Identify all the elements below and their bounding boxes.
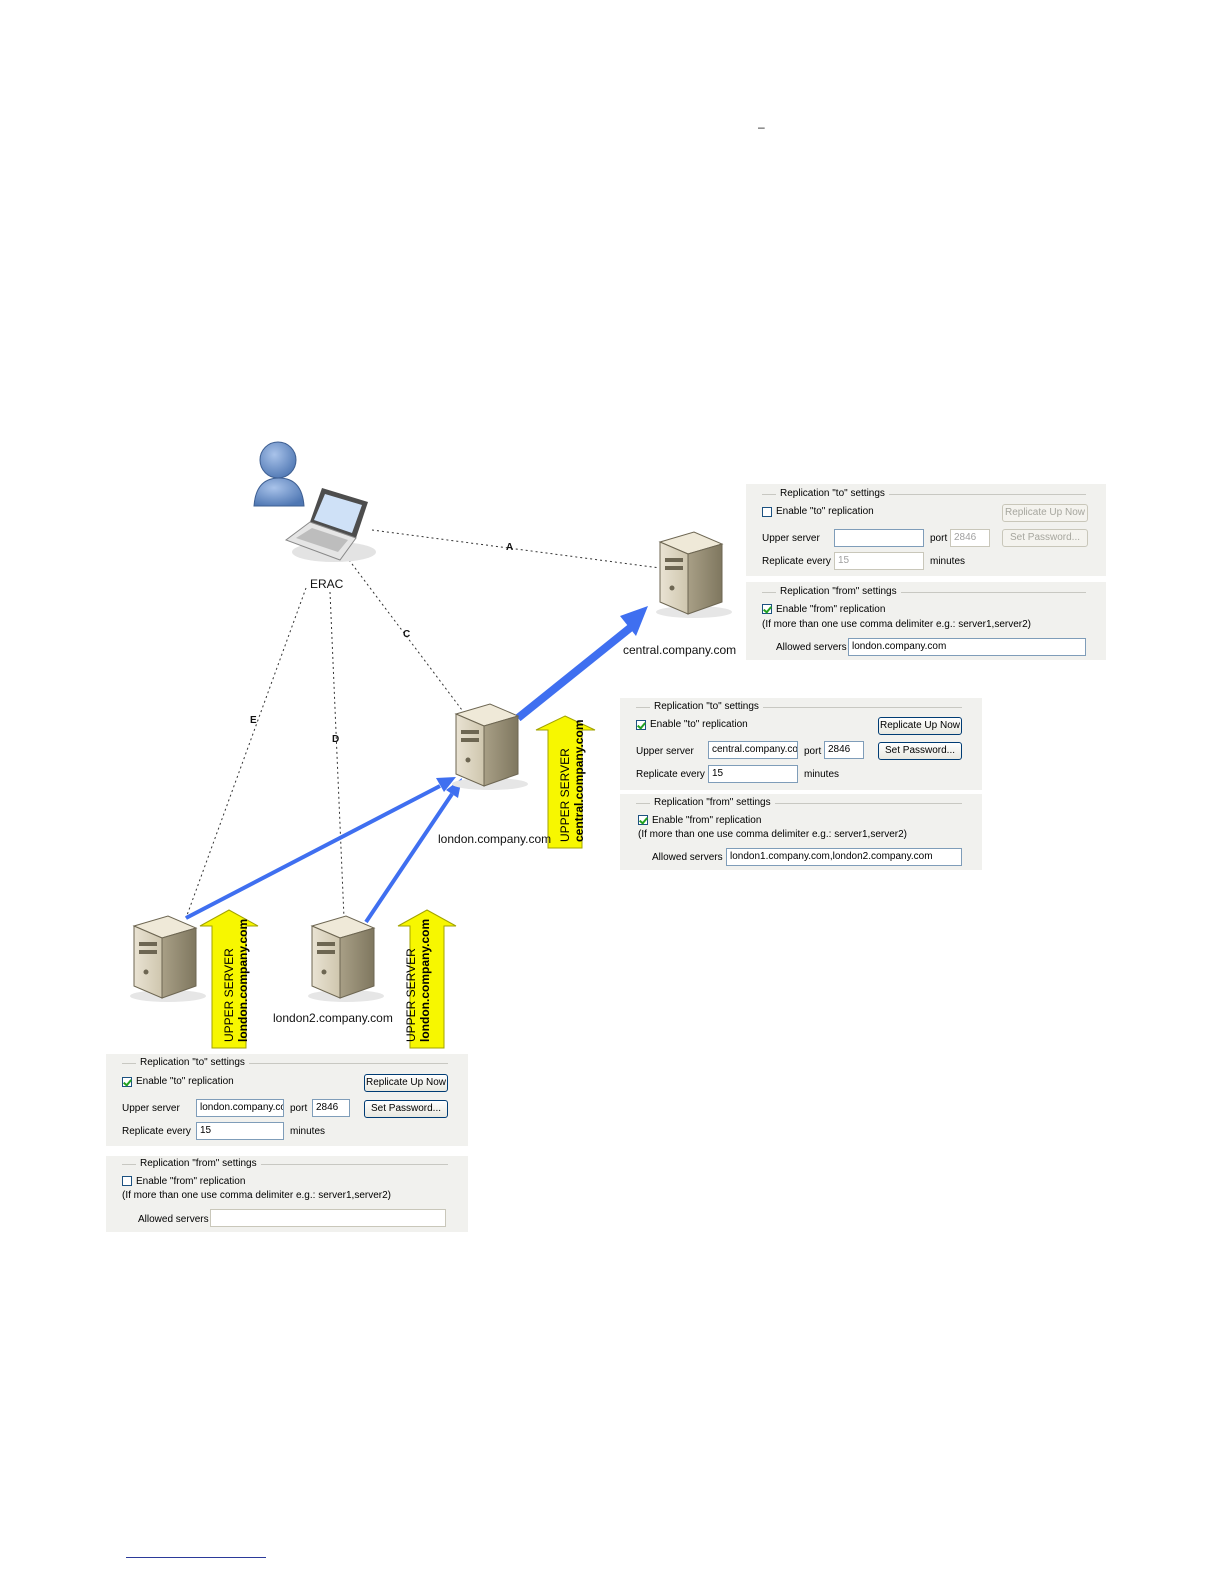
london-allowed-servers-label: Allowed servers [652,852,723,863]
branch-to-title: Replication "to" settings [136,1057,249,1068]
london-from-enable-checkbox[interactable] [638,815,648,825]
branch-replicate-every-label: Replicate every [122,1126,191,1137]
replication-link-london2-london [366,794,452,922]
replication-link-london1-london [186,786,440,918]
central-minutes-label: minutes [930,556,965,567]
central-port-field[interactable]: 2846 [950,529,990,547]
branch-port-label: port [290,1103,307,1114]
london-from-title: Replication "from" settings [650,797,775,808]
link-e-label: E [250,715,257,726]
london-allowed-servers-field[interactable]: london1.company.com,london2.company.com [726,848,962,866]
upper-tag-london2-line1: UPPER SERVER [404,948,418,1042]
erac-label: ERAC [310,577,343,591]
central-from-enable-label: Enable "from" replication [776,604,885,615]
central-to-settings-panel: Replication "to" settings Enable "to" re… [746,484,1106,576]
london-replicate-every-field[interactable]: 15 [708,765,798,783]
branch-to-settings-panel: Replication "to" settings Enable "to" re… [106,1054,468,1146]
central-from-settings-panel: Replication "from" settings Enable "from… [746,582,1106,660]
central-from-title: Replication "from" settings [776,586,901,597]
user-icon [254,442,304,506]
link-d-label: D [332,734,339,745]
branch-port-field[interactable]: 2846 [312,1099,350,1117]
london-replicate-every-label: Replicate every [636,769,705,780]
branch-from-title: Replication "from" settings [136,1158,261,1169]
central-allowed-servers-label: Allowed servers [776,642,847,653]
central-upper-server-label: Upper server [762,533,820,544]
management-links [186,530,660,918]
server-icon-london [452,704,528,790]
london-port-label: port [804,746,821,757]
london-upper-server-label: Upper server [636,746,694,757]
branch-replicate-every-field[interactable]: 15 [196,1122,284,1140]
london-from-hint: (If more than one use comma delimiter e.… [638,829,907,840]
replication-link-london-central [518,628,630,718]
branch-to-enable-checkbox[interactable] [122,1077,132,1087]
branch-from-enable-checkbox[interactable] [122,1176,132,1186]
footnote-separator [126,1557,266,1558]
link-a [372,530,660,568]
london-minutes-label: minutes [804,769,839,780]
central-set-password-button[interactable]: Set Password... [1002,529,1088,547]
branch-replicate-now-button[interactable]: Replicate Up Now [364,1074,448,1092]
central-server-label: central.company.com [623,643,736,657]
london-upper-server-field[interactable]: central.company.cor [708,741,798,759]
london-to-title: Replication "to" settings [650,701,763,712]
upper-tag-london2-line2: london.company.com [418,919,432,1042]
central-to-enable-label: Enable "to" replication [776,506,874,517]
branch-to-enable-label: Enable "to" replication [136,1076,234,1087]
branch-set-password-button[interactable]: Set Password... [364,1100,448,1118]
central-upper-server-field[interactable] [834,529,924,547]
upper-tag-london-line2: central.company.com [572,720,586,842]
branch-from-enable-label: Enable "from" replication [136,1176,245,1187]
upper-tag-london1-line1: UPPER SERVER [222,948,236,1042]
london-set-password-button[interactable]: Set Password... [878,742,962,760]
link-c-label: C [403,629,410,640]
central-replicate-every-label: Replicate every [762,556,831,567]
central-replicate-now-button[interactable]: Replicate Up Now [1002,504,1088,522]
upper-tag-london1: UPPER SERVER london.company.com [222,918,250,1042]
central-from-enable-checkbox[interactable] [762,604,772,614]
london-from-settings-panel: Replication "from" settings Enable "from… [620,794,982,870]
london-replicate-now-button[interactable]: Replicate Up Now [878,717,962,735]
london-server-label: london.company.com [438,832,551,846]
central-allowed-servers-field[interactable]: london.company.com [848,638,1086,656]
link-e [186,588,306,918]
link-a-label: A [506,542,513,553]
central-from-hint: (If more than one use comma delimiter e.… [762,619,1031,630]
branch-minutes-label: minutes [290,1126,325,1137]
london-port-field[interactable]: 2846 [824,741,864,759]
branch-from-settings-panel: Replication "from" settings Enable "from… [106,1156,468,1232]
upper-tag-london: UPPER SERVER central.company.com [558,722,586,842]
upper-tag-london2: UPPER SERVER london.company.com [404,918,432,1042]
branch-upper-server-label: Upper server [122,1103,180,1114]
london-from-enable-label: Enable "from" replication [652,815,761,826]
central-to-title: Replication "to" settings [776,488,889,499]
server-icon-london1 [130,916,206,1002]
branch-allowed-servers-label: Allowed servers [138,1214,209,1225]
upper-tag-london-line1: UPPER SERVER [558,748,572,842]
london-to-enable-label: Enable "to" replication [650,719,748,730]
branch-allowed-servers-field[interactable] [210,1209,446,1227]
central-port-label: port [930,533,947,544]
upper-tag-london1-line2: london.company.com [236,919,250,1042]
link-d [330,592,344,918]
london-to-settings-panel: Replication "to" settings Enable "to" re… [620,698,982,790]
central-to-enable-checkbox[interactable] [762,507,772,517]
branch-from-hint: (If more than one use comma delimiter e.… [122,1190,391,1201]
london-to-enable-checkbox[interactable] [636,720,646,730]
central-replicate-every-field[interactable]: 15 [834,552,924,570]
server-icon-london2 [308,916,384,1002]
london2-server-label: london2.company.com [273,1011,393,1025]
server-icon-central [656,532,732,618]
branch-upper-server-field[interactable]: london.company.cor [196,1099,284,1117]
